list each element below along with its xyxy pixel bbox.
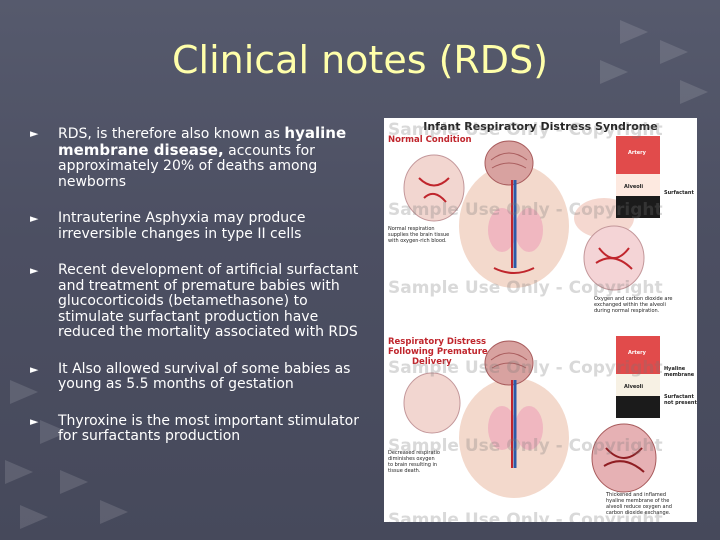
normal-baby-figure — [403, 136, 660, 291]
normal-note: with oxygen-rich blood. — [388, 238, 447, 244]
decreased-note: diminishes oxygen — [388, 456, 435, 462]
watermark: Sample Use Only - Copyright — [388, 278, 663, 298]
exchange-note: Oxygen and carbon dioxide are — [594, 296, 673, 302]
rds-label-line: Respiratory Distress — [388, 337, 487, 347]
surfactant-absent-tag: not present — [664, 400, 697, 406]
bullet-text: RDS, is therefore also known as hyaline … — [58, 124, 366, 190]
rds-illustration-drawing — [403, 136, 660, 498]
thickened-note: hyaline membrane of the — [606, 498, 670, 504]
thickened-note: Thickened and inflamed — [606, 492, 667, 498]
watermark: Sample Use Only - Copyright — [388, 436, 663, 456]
artery-tag: Artery — [628, 350, 646, 356]
alveoli-tag: Alveoli — [624, 184, 644, 190]
normal-note: supplies the brain tissue — [388, 232, 450, 238]
hyaline-tag: Hyaline — [664, 366, 686, 372]
bullet-arrow-icon: ► — [30, 212, 39, 225]
bullet-item: ► It Also allowed survival of some babie… — [30, 360, 366, 393]
bullet-arrow-icon: ► — [30, 414, 39, 428]
bullet-text-part: accounts for approximately 20% of deaths… — [58, 142, 318, 190]
normal-note: Normal respiration — [388, 226, 435, 232]
artery-tag: Artery — [628, 150, 646, 156]
exchange-note: during normal respiration. — [594, 308, 660, 314]
hyaline-tag: membrane — [664, 372, 695, 378]
thickened-note: carbon dioxide exchange. — [606, 510, 671, 516]
decreased-note: to brain resulting in — [388, 462, 438, 468]
bullet-list: ► RDS, is therefore also known as hyalin… — [30, 124, 366, 466]
bullet-item: ► Thyroxine is the most important stimul… — [30, 412, 366, 445]
watermark: Sample Use Only - Copyright — [388, 510, 663, 522]
watermark: Sample Use Only - Copyright — [388, 200, 663, 220]
bullet-arrow-icon: ► — [30, 264, 39, 277]
decreased-note: Decreased respiratio — [388, 450, 440, 456]
rds-illustration: Infant Respiratory Distress Syndrome Nor… — [384, 118, 697, 522]
bullet-text-part: RDS, is therefore also known as — [58, 126, 285, 142]
rds-label-line: Following Premature — [388, 347, 488, 357]
watermark: Sample Use Only - Copyright — [388, 358, 663, 378]
bullet-text: Intrauterine Asphyxia may produce irreve… — [58, 210, 306, 242]
watermark: Sample Use Only - Copyright — [388, 120, 663, 140]
exchange-note: exchanged within the alveoli — [594, 302, 666, 308]
bullet-item: ► Recent development of artificial surfa… — [30, 262, 366, 341]
alveoli-tag: Alveoli — [624, 384, 644, 390]
premature-baby-figure — [403, 336, 660, 498]
thickened-note: alveoli reduce oxygen and — [606, 504, 672, 510]
bullet-item: ► Intrauterine Asphyxia may produce irre… — [30, 210, 366, 242]
slide-title: Clinical notes (RDS) — [171, 38, 549, 82]
bullet-text: Recent development of artificial surfact… — [58, 262, 359, 340]
normal-condition-label: Normal Condition — [388, 135, 472, 145]
bullet-text: It Also allowed survival of some babies … — [58, 360, 351, 392]
figure-title: Infant Respiratory Distress Syndrome — [423, 120, 658, 133]
rds-label-line: Delivery — [412, 357, 452, 367]
bullet-text: Thyroxine is the most important stimulat… — [58, 412, 359, 444]
bullet-arrow-icon: ► — [30, 362, 39, 376]
decreased-note: tissue death. — [388, 468, 421, 474]
bullet-arrow-icon: ► — [30, 127, 39, 140]
bullet-item: ► RDS, is therefore also known as hyalin… — [30, 124, 366, 190]
bullet-bold-term: hyaline membrane disease, — [58, 124, 347, 159]
surfactant-absent-tag: Surfactant — [664, 394, 694, 400]
surfactant-tag: Surfactant — [664, 190, 694, 196]
